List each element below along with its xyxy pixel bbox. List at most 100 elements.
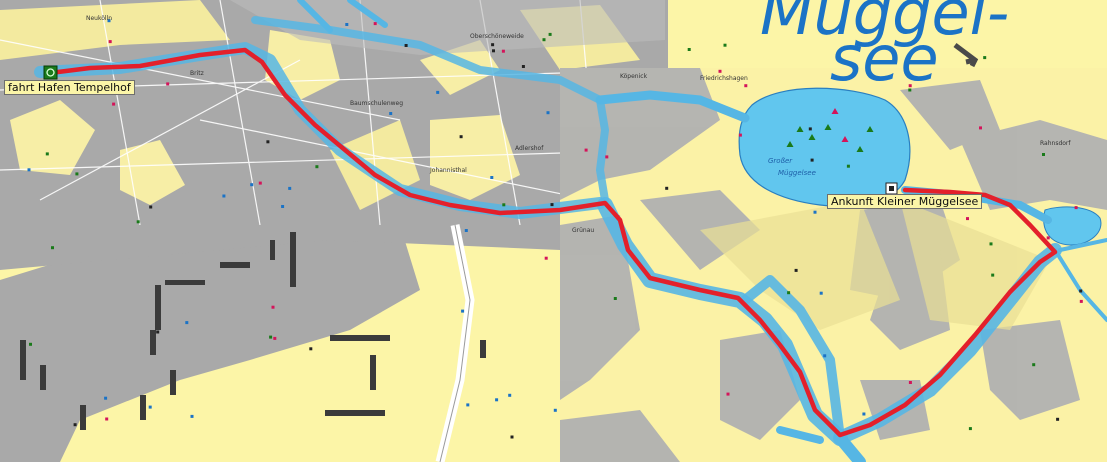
chart-symbol	[546, 111, 550, 115]
chart-symbol	[1074, 206, 1078, 210]
place-label: Köpenick	[620, 73, 648, 80]
chart-symbol	[613, 297, 617, 300]
place-label: Baumschulenweg	[350, 100, 403, 107]
chart-symbol	[1079, 289, 1083, 293]
chart-symbol	[345, 23, 349, 26]
chart-symbol	[550, 203, 554, 207]
chart-symbol	[250, 183, 254, 187]
chart-symbol	[979, 126, 982, 130]
chart-symbol	[501, 49, 505, 53]
chart-symbol	[75, 172, 79, 176]
lake-grosser-mueggelsee	[738, 87, 911, 207]
chart-symbol	[584, 148, 588, 152]
chart-symbol	[1079, 299, 1083, 303]
chart-symbol	[908, 88, 912, 92]
chart-symbol	[495, 398, 499, 402]
chart-symbol	[288, 186, 292, 190]
lake-title-line2: see	[830, 22, 939, 95]
chart-symbol	[185, 321, 189, 325]
place-label: Grünau	[572, 227, 594, 234]
chart-symbol	[1032, 363, 1036, 367]
chart-symbol	[1042, 153, 1045, 156]
chart-symbol	[605, 155, 609, 159]
chart-symbol	[846, 164, 850, 168]
place-label: Rahnsdorf	[1040, 140, 1071, 147]
chart-symbol	[258, 181, 262, 185]
chart-symbol	[983, 56, 987, 60]
chart-symbol	[548, 32, 552, 36]
chart-symbol	[273, 336, 277, 340]
chart-symbol	[269, 335, 273, 339]
chart-symbol	[687, 48, 691, 51]
buoy-symbol	[866, 126, 874, 132]
buoy-symbol	[796, 126, 804, 132]
start-marker-icon[interactable]	[43, 65, 58, 80]
chart-symbol	[744, 84, 748, 88]
chart-symbol	[315, 165, 319, 169]
place-label: Britz	[190, 70, 204, 77]
zoomed-chart-tile	[0, 224, 560, 464]
chart-symbol	[510, 435, 514, 439]
chart-symbol	[389, 112, 393, 115]
place-labels: Neukölln Köpenick Friedrichshagen Rahnsd…	[86, 15, 1071, 234]
chart-symbol	[492, 49, 495, 53]
end-marker-icon[interactable]	[885, 182, 898, 195]
lake-name-1: Großer	[768, 157, 793, 165]
chart-symbol	[521, 65, 525, 68]
buoy-symbol	[808, 134, 816, 140]
chart-symbol	[373, 22, 377, 26]
place-label: Oberschöneweide	[470, 33, 524, 40]
end-label: Ankunft Kleiner Müggelsee	[827, 194, 983, 209]
arrow-icon	[953, 43, 979, 68]
chart-symbol	[112, 102, 116, 106]
chart-symbol	[108, 40, 112, 44]
chart-symbol	[51, 246, 54, 250]
chart-symbol	[466, 403, 470, 407]
chart-symbol	[136, 220, 140, 224]
chart-symbol	[542, 38, 546, 42]
chart-symbol	[266, 140, 270, 144]
chart-symbol	[723, 43, 727, 47]
place-label: Adlershof	[515, 145, 544, 152]
chart-symbol	[105, 417, 109, 421]
buoy-symbol	[824, 124, 832, 130]
chart-symbol	[810, 158, 814, 162]
start-label: fahrt Hafen Tempelhof	[4, 80, 135, 95]
chart-symbol	[149, 205, 153, 209]
chart-symbol	[45, 152, 49, 156]
buoy-symbol	[856, 146, 864, 152]
park-area	[10, 100, 95, 175]
urban-area-zoomed	[0, 225, 560, 270]
place-label: Johannisthal	[429, 167, 467, 174]
chart-symbol	[73, 423, 77, 427]
urban-area	[230, 0, 665, 55]
place-label: Neukölln	[86, 15, 112, 22]
chart-symbol	[718, 69, 722, 73]
chart-symbol	[29, 342, 32, 346]
chart-symbol	[436, 90, 440, 94]
chart-symbol	[27, 168, 31, 172]
lake-title: Müggel-	[760, 0, 1009, 49]
chart-symbol	[794, 268, 798, 272]
chart-symbol	[1056, 417, 1060, 421]
chart-symbol	[508, 393, 512, 397]
buoy-symbol	[786, 141, 794, 147]
chart-symbol	[491, 43, 495, 47]
chart-symbol	[490, 176, 494, 179]
buoy-symbol	[831, 108, 839, 114]
chart-symbol	[104, 396, 108, 400]
chart-symbol	[461, 309, 465, 313]
chart-symbol	[823, 354, 827, 358]
lake-kleiner-mueggelsee	[1043, 206, 1102, 246]
chart-symbol	[1046, 236, 1050, 240]
chart-symbol	[908, 84, 912, 88]
chart-symbol	[991, 273, 995, 277]
chart-symbol	[190, 414, 194, 418]
route-line	[47, 47, 1058, 438]
chart-symbol	[738, 133, 742, 137]
chart-symbol	[813, 210, 817, 214]
chart-symbol	[156, 330, 160, 334]
chart-symbols	[27, 19, 1083, 439]
